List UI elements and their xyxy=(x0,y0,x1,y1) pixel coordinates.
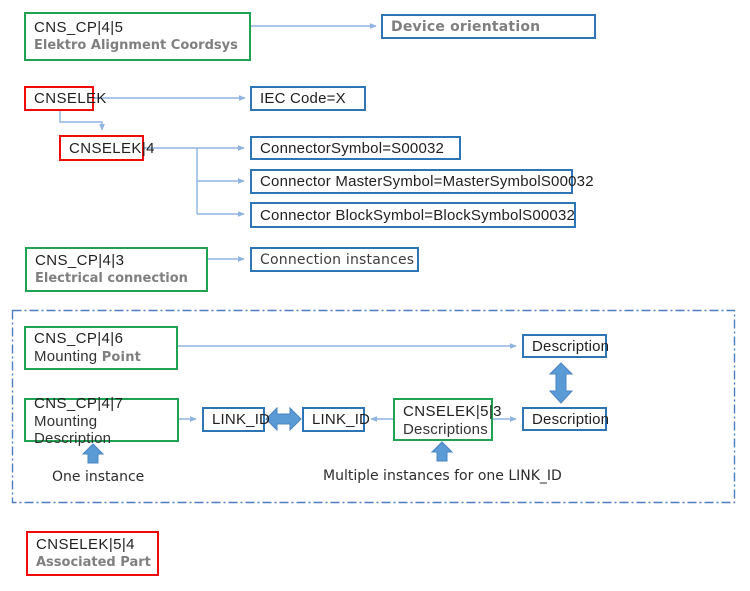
node-description-bottom: Description xyxy=(522,407,610,431)
node-code: CNS_CP|4|7 xyxy=(34,394,124,412)
node-label: Connector MasterSymbol=MasterSymbolS0003… xyxy=(260,173,594,190)
node-cnselek-5-4: CNSELEK|5|4 Associated Part xyxy=(26,531,159,576)
node-cns-cp-4-5: CNS_CP|4|5 Elektro Alignment Coordsys xyxy=(24,12,251,61)
double-arrow-description-icon xyxy=(548,362,574,404)
node-cnselek-5-3: CNSELEK|5|3 Descriptions xyxy=(393,398,502,441)
node-link-id-left: LINK_ID xyxy=(202,407,271,432)
node-description-top: Description xyxy=(522,334,610,358)
node-connector-master-symbol: Connector MasterSymbol=MasterSymbolS0003… xyxy=(250,169,594,194)
node-code: CNSELEK xyxy=(34,90,107,107)
node-label: Mounting Point xyxy=(34,348,170,367)
node-label: ConnectorSymbol=S00032 xyxy=(260,139,445,157)
connector-cnselek-to-cnselek4 xyxy=(59,111,105,131)
node-label: Associated Part xyxy=(36,555,151,570)
node-label: Connection instances xyxy=(260,251,415,268)
node-cns-cp-4-7: CNS_CP|4|7 Mounting Description xyxy=(24,395,179,447)
up-arrow-multiple-instances-icon xyxy=(430,441,454,462)
caption-one-instance: One instance xyxy=(52,469,145,485)
node-device-orientation: Device orientation xyxy=(381,14,596,39)
node-label: Device orientation xyxy=(391,18,541,35)
node-code: CNSELEK|5|4 xyxy=(36,536,135,553)
node-cns-cp-4-6: CNS_CP|4|6 Mounting Point xyxy=(24,326,178,370)
node-label: LINK_ID xyxy=(212,411,271,428)
node-code: CNS_CP|4|6 xyxy=(34,330,124,347)
node-code: CNSELEK|4 xyxy=(69,139,155,157)
node-cns-cp-4-3: CNS_CP|4|3 Electrical connection xyxy=(25,247,208,292)
node-label: Description xyxy=(532,410,610,428)
node-connection-instances: Connection instances xyxy=(250,247,419,272)
up-arrow-one-instance-icon xyxy=(81,443,105,464)
node-label: Descriptions xyxy=(403,420,488,438)
node-label: Elektro Alignment Coordsys xyxy=(34,38,238,53)
double-arrow-linkid-icon xyxy=(265,406,302,432)
node-code: CNS_CP|4|3 xyxy=(35,252,125,269)
node-label: Connector BlockSymbol=BlockSymbolS00032 xyxy=(260,206,576,224)
node-label-bold: Point xyxy=(101,350,142,365)
node-label: Mounting Description xyxy=(34,412,112,447)
node-code: CNS_CP|4|5 xyxy=(34,19,124,36)
node-code: CNSELEK|5|3 xyxy=(403,402,502,420)
node-link-id-right: LINK_ID xyxy=(302,407,371,432)
node-cnselek-4: CNSELEK|4 xyxy=(59,135,155,161)
node-label: IEC Code=X xyxy=(260,90,346,107)
node-label: Electrical connection xyxy=(35,271,188,286)
node-connector-block-symbol: Connector BlockSymbol=BlockSymbolS00032 xyxy=(250,202,576,228)
node-cnselek: CNSELEK xyxy=(24,86,107,111)
node-label: Description xyxy=(532,337,610,355)
node-label-plain: Mounting xyxy=(34,348,98,365)
caption-multiple-instances: Multiple instances for one LINK_ID xyxy=(323,468,562,484)
node-iec-code: IEC Code=X xyxy=(250,86,366,111)
node-label: LINK_ID xyxy=(312,411,371,428)
node-connector-symbol: ConnectorSymbol=S00032 xyxy=(250,136,461,160)
